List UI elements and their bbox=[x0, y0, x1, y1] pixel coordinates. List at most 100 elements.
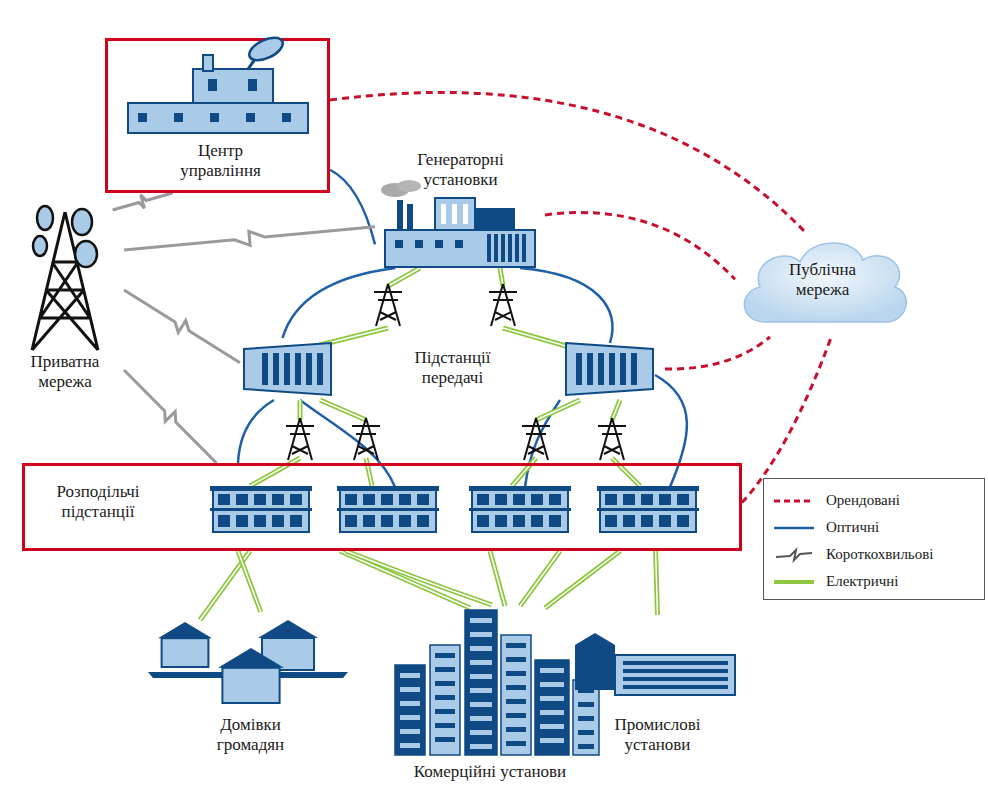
commercial-buildings bbox=[375, 605, 605, 787]
label-slot: Центр управління bbox=[163, 141, 278, 182]
label-slot: Генераторні установки bbox=[403, 150, 518, 191]
legend-sample bbox=[772, 547, 816, 563]
power-line bbox=[320, 400, 366, 420]
power-line bbox=[490, 551, 505, 606]
shortwave-connector bbox=[124, 370, 216, 463]
generator-plant: Генераторні установки bbox=[375, 150, 545, 268]
power-line-core bbox=[545, 551, 620, 608]
node-label: Центр управління bbox=[163, 141, 278, 182]
pylon bbox=[352, 418, 380, 460]
pylon bbox=[598, 418, 626, 460]
power-connector-core bbox=[346, 551, 492, 605]
label-slot: Публічна мережа bbox=[765, 260, 880, 301]
legend-box: ОрендованіОптичніКороткохвильовіЕлектрич… bbox=[763, 478, 985, 600]
connector bbox=[330, 170, 375, 245]
private-network: Приватна мережа bbox=[10, 200, 124, 400]
connector bbox=[665, 337, 770, 369]
optical-connector bbox=[283, 268, 396, 338]
node-label: Розподільчі підстанції bbox=[33, 482, 163, 523]
pylon bbox=[374, 284, 402, 326]
connector bbox=[283, 268, 396, 338]
legend-row: Електричні bbox=[764, 568, 984, 595]
label-slot: Приватна мережа bbox=[10, 352, 120, 393]
homes: Домівки громадян bbox=[148, 612, 353, 762]
shortwave-connector bbox=[124, 290, 240, 363]
power-line-core bbox=[388, 268, 420, 286]
legend-label: Електричні bbox=[826, 573, 898, 590]
power-line bbox=[545, 551, 620, 608]
power-connector bbox=[656, 551, 658, 615]
legend-sample bbox=[772, 574, 816, 590]
power-line bbox=[520, 551, 560, 606]
legend-row: Орендовані bbox=[764, 487, 984, 514]
leased-connector bbox=[665, 337, 770, 369]
legend-sample bbox=[772, 520, 816, 536]
power-line-core bbox=[299, 400, 301, 420]
power-line bbox=[612, 400, 620, 420]
shortwave-connector bbox=[124, 227, 375, 250]
power-connector-core bbox=[656, 551, 658, 615]
node-label: Приватна мережа bbox=[10, 352, 120, 393]
power-line-core bbox=[340, 551, 470, 608]
optical-line bbox=[520, 268, 612, 343]
legend-sample bbox=[772, 493, 816, 509]
power-line-core bbox=[612, 400, 620, 420]
legend-row: Короткохвильові bbox=[764, 541, 984, 568]
legend-row: Оптичні bbox=[764, 514, 984, 541]
power-connector bbox=[346, 551, 492, 605]
connector bbox=[113, 193, 173, 210]
industrial-facilities: Промислові установи bbox=[565, 615, 750, 765]
optical-line bbox=[300, 400, 395, 487]
optical-connector bbox=[238, 400, 274, 463]
shortwave-connector bbox=[113, 193, 173, 210]
pylon bbox=[286, 418, 314, 460]
connector bbox=[346, 551, 492, 605]
pylon bbox=[489, 284, 517, 326]
leased-connector bbox=[330, 92, 805, 232]
power-line bbox=[388, 268, 420, 286]
node-label: Комерційні установи bbox=[375, 762, 605, 782]
power-line bbox=[298, 400, 303, 420]
label-slot: Промислові установи bbox=[600, 715, 715, 756]
power-line-core bbox=[536, 400, 580, 420]
label-slot: Розподільчі підстанції bbox=[33, 482, 163, 523]
label-slot: Підстанції передачі bbox=[395, 348, 510, 389]
pylon bbox=[522, 418, 550, 460]
power-line-core bbox=[490, 551, 505, 606]
connector bbox=[238, 551, 261, 612]
node-label: Генераторні установки bbox=[403, 150, 518, 191]
connector bbox=[545, 213, 735, 280]
control-center: Центр управління bbox=[105, 38, 330, 193]
power-line bbox=[500, 268, 503, 286]
power-line bbox=[536, 400, 580, 420]
connector bbox=[238, 400, 274, 463]
power-line-core bbox=[520, 551, 560, 606]
optical-connector bbox=[330, 170, 375, 245]
power-line bbox=[340, 551, 470, 608]
connector bbox=[124, 227, 375, 250]
public-network: Публічна мережа bbox=[735, 232, 910, 337]
power-line-core bbox=[500, 268, 503, 286]
node-label: Промислові установи bbox=[600, 715, 715, 756]
leased-connector bbox=[545, 213, 735, 280]
connector bbox=[124, 370, 216, 463]
legend-label: Короткохвильові bbox=[826, 546, 933, 563]
transmission-substations: Підстанції передачі bbox=[240, 338, 665, 400]
power-line-core bbox=[320, 400, 366, 420]
label-slot: Комерційні установи bbox=[375, 762, 605, 782]
power-connector-core bbox=[238, 551, 261, 612]
distribution-substations: Розподільчі підстанції bbox=[22, 463, 742, 551]
node-label: Підстанції передачі bbox=[395, 348, 510, 389]
connector bbox=[124, 290, 240, 363]
legend-label: Оптичні bbox=[826, 519, 879, 536]
legend-label: Орендовані bbox=[826, 492, 900, 509]
commercial-buildings: Комерційні установи bbox=[375, 605, 609, 787]
connector bbox=[656, 551, 658, 615]
node-label: Публічна мережа bbox=[765, 260, 880, 301]
optical-line bbox=[655, 375, 687, 487]
node-label: Домівки громадян bbox=[193, 715, 308, 756]
power-connector bbox=[238, 551, 261, 612]
label-slot: Домівки громадян bbox=[193, 715, 308, 756]
connector bbox=[330, 92, 805, 232]
